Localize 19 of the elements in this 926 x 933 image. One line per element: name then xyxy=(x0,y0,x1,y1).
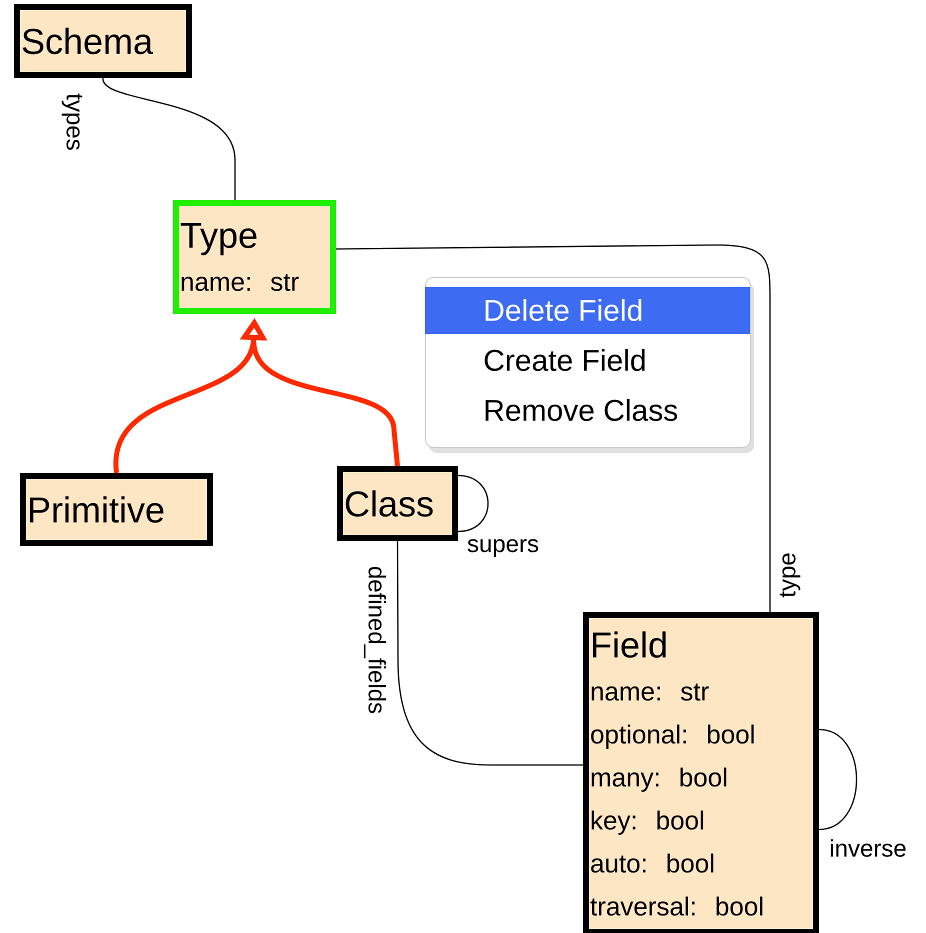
menu-item: Remove Class xyxy=(486,399,678,422)
class-box: Field name: str optional: bool many: bool key: bool auto: bool traversal: bool xyxy=(583,612,819,933)
connector xyxy=(336,244,771,612)
edge-label: supers xyxy=(468,539,538,557)
edge-label: types xyxy=(62,94,82,150)
class-box: Class xyxy=(337,466,458,541)
connector xyxy=(396,541,583,766)
class-box: Schema xyxy=(14,4,192,78)
class-box: Primitive xyxy=(20,473,213,546)
connector xyxy=(818,728,858,830)
edge-label: defined_fields xyxy=(364,566,386,714)
edge-label: type xyxy=(780,553,800,598)
connector xyxy=(102,78,236,200)
connector xyxy=(458,474,489,532)
edge-label: inverse xyxy=(830,839,906,857)
menu-item: Create Field xyxy=(484,349,645,372)
selected-class-box: Type name: str xyxy=(173,200,336,314)
context-menu xyxy=(425,277,754,453)
menu-item: Delete Field xyxy=(425,287,750,334)
